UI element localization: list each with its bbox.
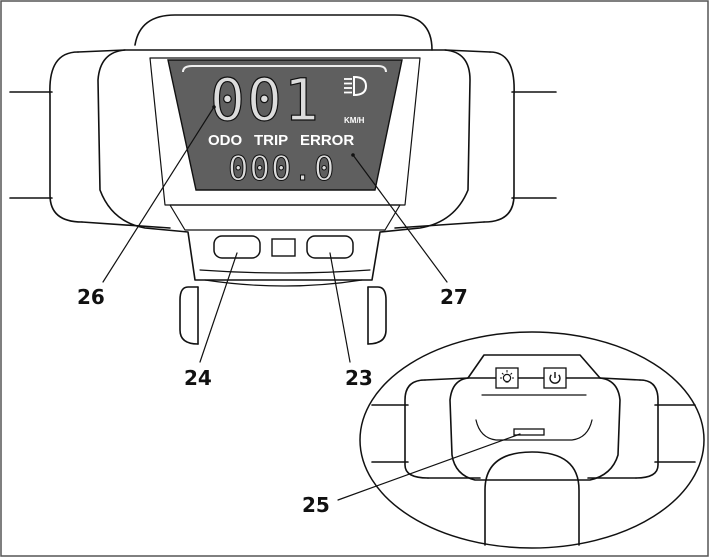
center-indicator bbox=[271, 238, 296, 257]
callout-24: 24 bbox=[184, 366, 212, 390]
mode-odo-label: ODO bbox=[208, 132, 243, 149]
callout-leaders bbox=[102, 105, 521, 501]
light-bulb-icon[interactable] bbox=[495, 367, 519, 389]
inset-detail bbox=[359, 331, 705, 549]
callout-23: 23 bbox=[345, 366, 373, 390]
callout-27: 27 bbox=[440, 285, 468, 309]
lcd-screen: 001 KM/H ODO TRIP ERROR 000.0 bbox=[167, 59, 403, 191]
left-button[interactable] bbox=[213, 235, 261, 259]
usb-port bbox=[513, 428, 545, 436]
mode-error-label: ERROR bbox=[300, 132, 354, 149]
right-button[interactable] bbox=[306, 235, 354, 259]
power-icon[interactable] bbox=[543, 367, 567, 389]
mode-trip-label: TRIP bbox=[254, 132, 288, 149]
distance-readout: 000.0 bbox=[228, 149, 335, 189]
speed-unit-label: KM/H bbox=[344, 116, 365, 125]
headlight-icon bbox=[344, 75, 368, 97]
speed-readout: 001 bbox=[210, 66, 321, 134]
dashboard-main bbox=[9, 14, 557, 345]
callout-25: 25 bbox=[302, 493, 330, 517]
callout-26: 26 bbox=[77, 285, 105, 309]
